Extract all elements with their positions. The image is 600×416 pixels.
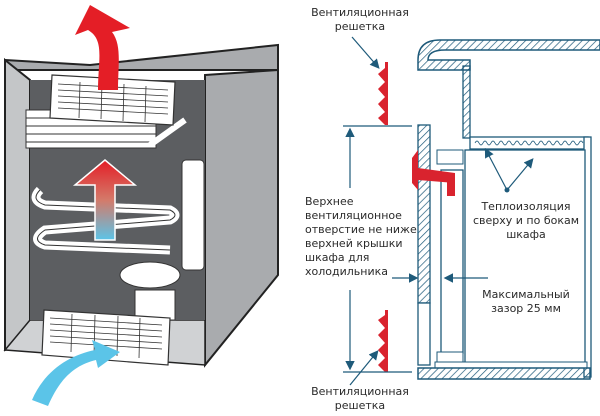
cabinet-left-wall xyxy=(4,57,31,352)
rising-air-arrow xyxy=(72,159,138,241)
fridge-top-fitting xyxy=(436,149,464,165)
bottom-grille xyxy=(41,309,171,366)
bottom-grille-label: Вентиляционная решетка xyxy=(300,385,420,413)
upper-panel xyxy=(462,65,471,139)
max-gap-label-line: зазор 25 мм xyxy=(491,302,561,315)
upper-vent-rule-line: верхней крышки xyxy=(305,237,403,250)
top-vent-grille xyxy=(378,62,388,125)
fridge-body xyxy=(464,149,586,364)
top-grille-leader xyxy=(351,36,380,69)
installation-cross-section xyxy=(343,36,600,386)
bottom-vent-grille xyxy=(378,310,388,372)
floor xyxy=(417,367,591,380)
insulation-label-line: Теплоизоляция xyxy=(481,200,571,213)
insulation-label-line: шкафа xyxy=(506,228,546,241)
upper-vent-rule-line: шкафа для xyxy=(305,251,370,264)
insulation-top xyxy=(469,136,589,150)
fridge-condenser xyxy=(440,169,464,354)
bottom-grille-label-line: решетка xyxy=(334,399,386,412)
cabinet-back-wall-lower xyxy=(417,302,431,366)
max-gap-label-line: Максимальный xyxy=(482,288,570,301)
top-grille xyxy=(49,74,176,126)
cabinet-right-wall xyxy=(204,68,279,368)
insulation-label-line: сверху и по бокам xyxy=(472,214,580,227)
fridge-illustration xyxy=(3,5,279,406)
insulation-label: Теплоизоляция сверху и по бокам шкафа xyxy=(467,200,585,242)
cold-air-in-arrow xyxy=(32,340,120,406)
top-grille-label-line: решетка xyxy=(334,20,386,33)
flue-pipe xyxy=(412,150,455,196)
bottom-grille-label-line: Вентиляционная xyxy=(311,385,409,398)
upper-vent-rule-line: отверстие не ниже xyxy=(305,223,417,236)
insulation-leader-1 xyxy=(484,147,508,191)
top-grille-label-line: Вентиляционная xyxy=(311,6,409,19)
insulation-leader-2 xyxy=(506,158,534,191)
upper-vent-rule-line: Верхнее xyxy=(305,195,354,208)
upper-vent-rule-label: Верхнее вентиляционное отверстие не ниже… xyxy=(305,195,420,279)
upper-vent-rule-line: вентиляционное xyxy=(305,209,402,222)
countertop xyxy=(417,39,600,71)
upper-vent-rule-line: холодильника xyxy=(305,265,388,278)
max-gap-label: Максимальный зазор 25 мм xyxy=(470,288,582,316)
top-grille-label: Вентиляционная решетка xyxy=(300,6,420,34)
insulation-leader-dot xyxy=(504,187,510,193)
hot-air-out-arrow xyxy=(75,5,130,90)
cabinet-top xyxy=(4,43,279,71)
bottom-grille-leader xyxy=(349,350,379,386)
